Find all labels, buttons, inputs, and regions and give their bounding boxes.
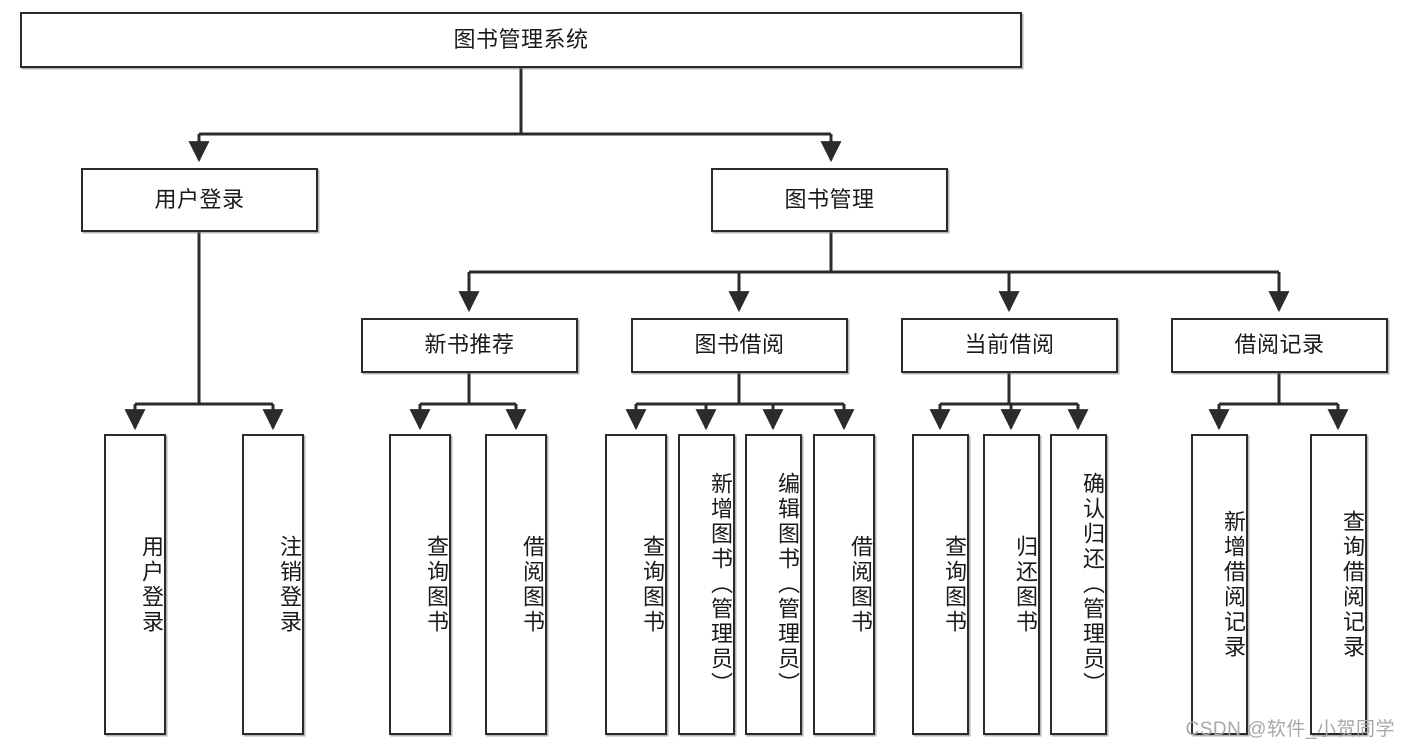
node-leaf-label: 编辑图书（管理员） bbox=[775, 472, 800, 697]
node-leaf-query-books-borrow[interactable]: 查询图书 bbox=[605, 434, 667, 735]
node-leaf-label: 查询借阅记录 bbox=[1340, 509, 1365, 660]
node-current-borrowing-label: 当前借阅 bbox=[964, 332, 1055, 358]
node-leaf-label: 查询图书 bbox=[640, 534, 665, 635]
node-current-borrowing[interactable]: 当前借阅 bbox=[901, 318, 1118, 373]
node-root-label: 图书管理系统 bbox=[453, 26, 589, 52]
node-leaf-return-books[interactable]: 归还图书 bbox=[983, 434, 1040, 735]
node-leaf-label: 归还图书 bbox=[1013, 534, 1038, 635]
node-leaf-add-borrow-record[interactable]: 新增借阅记录 bbox=[1191, 434, 1248, 735]
node-leaf-borrow-books-recommend[interactable]: 借阅图书 bbox=[485, 434, 547, 735]
node-leaf-logout[interactable]: 注销登录 bbox=[242, 434, 304, 735]
node-leaf-label: 用户登录 bbox=[139, 534, 164, 635]
node-leaf-label: 查询图书 bbox=[424, 534, 449, 635]
node-leaf-label: 新增借阅记录 bbox=[1221, 509, 1246, 660]
node-leaf-add-book-admin[interactable]: 新增图书（管理员） bbox=[678, 434, 735, 735]
node-user-login[interactable]: 用户登录 bbox=[81, 168, 318, 232]
node-leaf-label: 确认归还（管理员） bbox=[1080, 472, 1105, 697]
node-book-borrowing[interactable]: 图书借阅 bbox=[631, 318, 848, 373]
node-leaf-query-books-recommend[interactable]: 查询图书 bbox=[389, 434, 451, 735]
node-book-borrowing-label: 图书借阅 bbox=[694, 332, 785, 358]
node-new-book-recommendation[interactable]: 新书推荐 bbox=[361, 318, 578, 373]
node-leaf-label: 注销登录 bbox=[277, 534, 302, 635]
node-leaf-confirm-return-admin[interactable]: 确认归还（管理员） bbox=[1050, 434, 1107, 735]
node-book-management[interactable]: 图书管理 bbox=[711, 168, 948, 232]
node-leaf-label: 借阅图书 bbox=[520, 534, 545, 635]
node-leaf-user-login[interactable]: 用户登录 bbox=[104, 434, 166, 735]
node-borrowing-records-label: 借阅记录 bbox=[1234, 332, 1325, 358]
node-leaf-label: 查询图书 bbox=[942, 534, 967, 635]
node-leaf-query-borrow-record[interactable]: 查询借阅记录 bbox=[1310, 434, 1367, 735]
node-leaf-label: 新增图书（管理员） bbox=[708, 472, 733, 697]
node-new-book-recommendation-label: 新书推荐 bbox=[424, 332, 515, 358]
node-borrowing-records[interactable]: 借阅记录 bbox=[1171, 318, 1388, 373]
node-leaf-label: 借阅图书 bbox=[848, 534, 873, 635]
node-leaf-borrow-books[interactable]: 借阅图书 bbox=[813, 434, 875, 735]
node-user-login-label: 用户登录 bbox=[154, 186, 245, 212]
csdn-watermark: CSDN @软件_小贺同学 bbox=[1185, 719, 1395, 740]
node-leaf-edit-book-admin[interactable]: 编辑图书（管理员） bbox=[745, 434, 802, 735]
node-book-management-label: 图书管理 bbox=[784, 186, 875, 212]
node-root[interactable]: 图书管理系统 bbox=[20, 12, 1022, 68]
node-leaf-query-books-current[interactable]: 查询图书 bbox=[912, 434, 969, 735]
